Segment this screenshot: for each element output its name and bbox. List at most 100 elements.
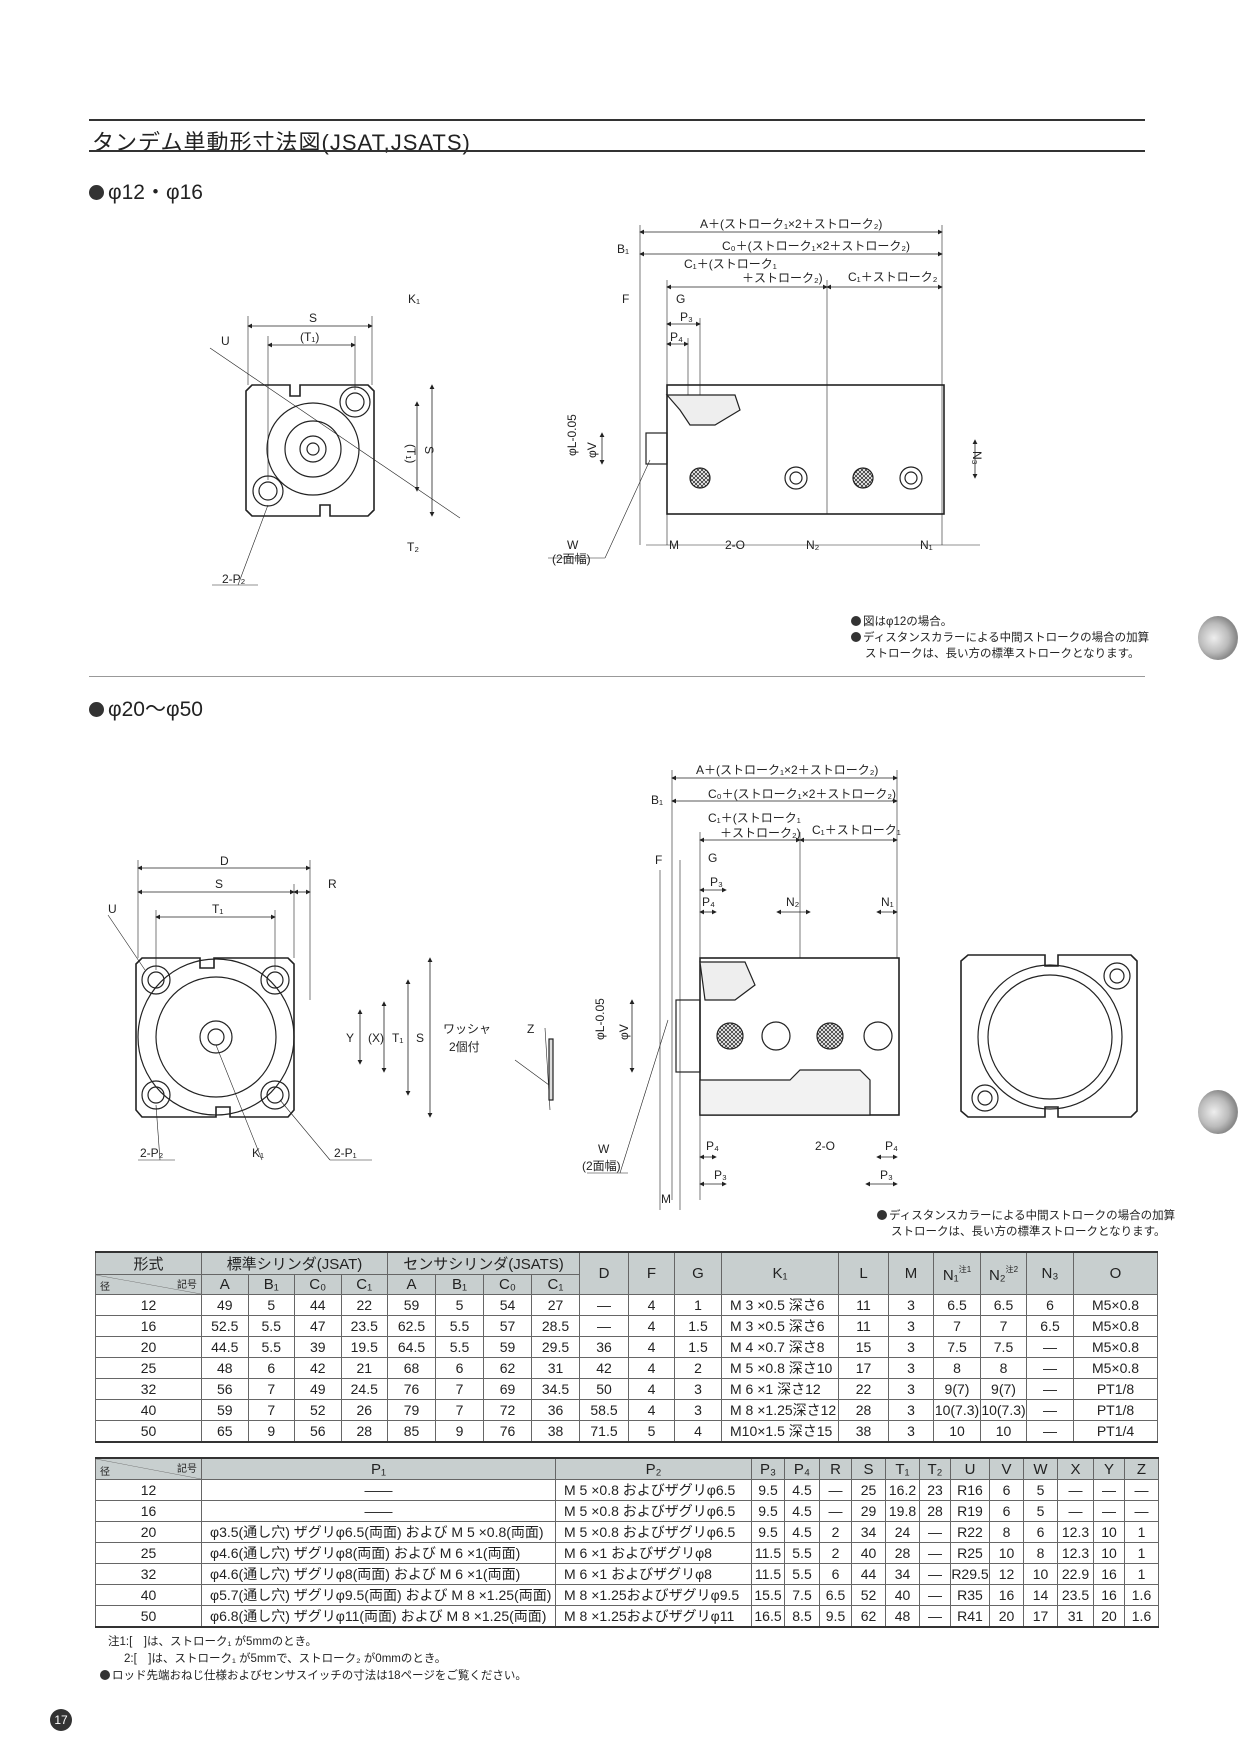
column-header: D <box>579 1251 629 1295</box>
table-cell: 1.6 <box>1124 1584 1159 1606</box>
table-cell: 4 <box>628 1315 675 1337</box>
table-cell: R25 <box>950 1542 990 1564</box>
column-header: U <box>950 1457 990 1480</box>
table-cell: M5×0.8 <box>1073 1315 1158 1337</box>
table-cell: 59 <box>483 1336 532 1358</box>
dimension-label: N₂ <box>786 895 800 909</box>
table-cell: 7 <box>247 1378 295 1400</box>
front-view-large-bore <box>135 957 295 1118</box>
column-header: C₁ <box>531 1274 580 1295</box>
table-cell: —— <box>201 1500 556 1522</box>
column-header: B₁ <box>435 1274 484 1295</box>
table-cell: 10 <box>989 1542 1024 1564</box>
dimension-label: 2-P₁ <box>334 1146 357 1160</box>
note-text: ディスタンスカラーによる中間ストロークの場合の加算 <box>889 1210 1176 1222</box>
table-cell: 1.5 <box>674 1336 722 1358</box>
table-cell: 3 <box>888 1294 934 1316</box>
dimension-label: T₁ <box>392 1031 403 1045</box>
table-cell: 38 <box>838 1420 889 1443</box>
table-cell: 10(7.3) <box>933 1399 981 1421</box>
section-divider <box>89 676 1145 677</box>
table-cell: 4 <box>628 1336 675 1358</box>
table-cell: 3 <box>888 1378 934 1400</box>
table-cell: 7 <box>247 1399 295 1421</box>
table-cell: 2 <box>819 1521 852 1543</box>
column-header: P₁ <box>201 1457 556 1480</box>
bullet-icon <box>89 702 104 717</box>
row-bore: 12 <box>95 1479 202 1501</box>
column-header: B₁ <box>247 1274 295 1295</box>
bullet-icon <box>89 185 104 200</box>
dimension-label: B₁ <box>651 793 663 807</box>
table-cell: 2 <box>819 1542 852 1564</box>
table-cell: 3 <box>888 1315 934 1337</box>
column-header: S <box>851 1457 886 1480</box>
header-group-sensor: センサシリンダ(JSATS) <box>387 1251 580 1275</box>
table-cell: 5 <box>1023 1500 1058 1522</box>
table-cell: 8 <box>933 1357 981 1379</box>
table-cell: 10(7.3) <box>980 1399 1027 1421</box>
table-cell: 9 <box>247 1420 295 1443</box>
table-cell: 5.5 <box>435 1315 484 1337</box>
table-cell: —— <box>201 1479 556 1501</box>
table-cell: 31 <box>1057 1605 1094 1628</box>
table-cell: 4.5 <box>784 1500 820 1522</box>
table-cell: 6 <box>819 1563 852 1585</box>
table-cell: 59 <box>387 1294 436 1316</box>
table-cell: 3 <box>888 1357 934 1379</box>
notes-section1: 図はφ12の場合。 ディスタンスカラーによる中間ストロークの場合の加算 ストロー… <box>851 614 1149 662</box>
table-cell: 42 <box>579 1357 629 1379</box>
dimension-label: G <box>676 292 685 306</box>
table-cell: 52 <box>294 1399 342 1421</box>
dimension-label: P₃ <box>710 875 723 889</box>
table-cell: 49 <box>201 1294 249 1316</box>
column-header: P₃ <box>751 1457 785 1480</box>
table-cell: 4 <box>628 1399 675 1421</box>
table-cell: 16.2 <box>885 1479 920 1501</box>
table-cell: 8 <box>989 1521 1024 1543</box>
table-cell: 6 <box>1023 1521 1058 1543</box>
table-cell: 59 <box>201 1399 249 1421</box>
table-cell: 34.5 <box>531 1378 580 1400</box>
table-cell: 22 <box>340 1294 388 1316</box>
title-top-rule <box>89 119 1145 121</box>
dimension-label: 2-O <box>725 538 745 552</box>
table-cell: 9.5 <box>751 1500 785 1522</box>
table-cell: 22.9 <box>1057 1563 1094 1585</box>
row-bore: 50 <box>95 1605 202 1628</box>
table-cell: M5×0.8 <box>1073 1357 1158 1379</box>
table-cell: 8.5 <box>784 1605 820 1628</box>
table-cell: — <box>1026 1336 1074 1358</box>
table-cell: 56 <box>201 1378 249 1400</box>
corner-kigo-label: 記号 <box>177 1280 197 1291</box>
table-cell: 29.5 <box>531 1336 580 1358</box>
dimension-label: ＋ストローク₂) <box>720 826 801 840</box>
dimension-label: ワッシャ <box>443 1022 491 1036</box>
column-header: A <box>387 1274 436 1295</box>
bullet-icon <box>877 1210 887 1220</box>
table-cell: 16 <box>989 1584 1024 1606</box>
table-cell: 3 <box>888 1336 934 1358</box>
table-cell: 50 <box>579 1378 629 1400</box>
dimension-label: N₃ <box>970 451 984 465</box>
dimension-label: C₁＋ストローク₂ <box>848 270 938 284</box>
row-bore: 32 <box>95 1378 202 1400</box>
note-text: ストロークは、長い方の標準ストロークとなります。 <box>891 1226 1166 1238</box>
table-cell: 71.5 <box>579 1420 629 1443</box>
table-cell: 9.5 <box>751 1521 785 1543</box>
table-cell: 8 <box>980 1357 1027 1379</box>
table-cell: 6 <box>989 1479 1024 1501</box>
header-group-standard: 標準シリンダ(JSAT) <box>201 1251 388 1275</box>
table-cell: 1 <box>674 1294 722 1316</box>
table-cell: 6.5 <box>933 1294 981 1316</box>
dimension-label: S <box>309 311 317 325</box>
table-cell: 1 <box>1124 1542 1159 1564</box>
dimension-label: P₃ <box>680 310 693 324</box>
table-cell: 6 <box>435 1357 484 1379</box>
table-cell: 26 <box>340 1399 388 1421</box>
table-cell: 62 <box>483 1357 532 1379</box>
